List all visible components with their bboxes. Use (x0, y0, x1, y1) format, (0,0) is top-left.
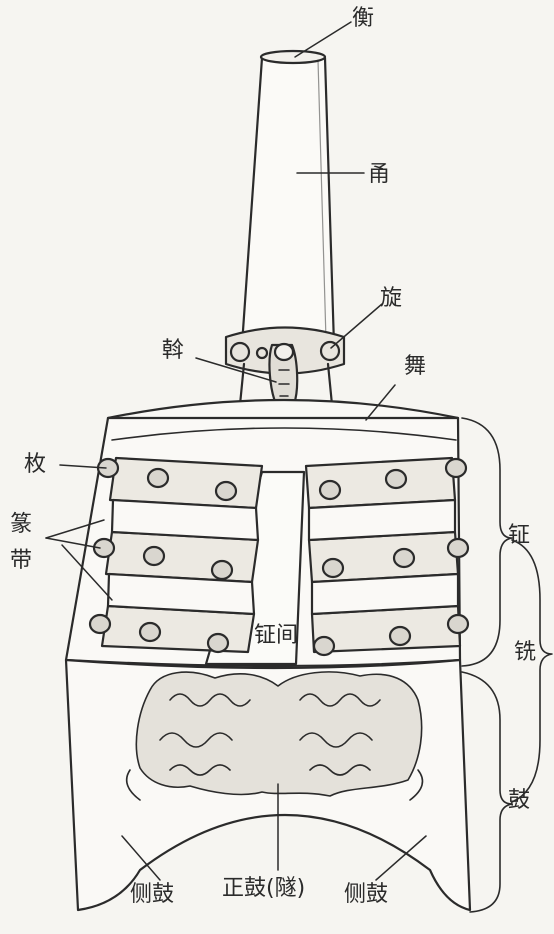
bands-left (100, 456, 264, 654)
label-zhuan: 篆 (10, 512, 33, 537)
label-dai: 带 (10, 548, 33, 573)
stem-yong (240, 56, 336, 347)
bracket-gu (461, 671, 513, 913)
bracket-xian (511, 539, 553, 803)
label-zhengjian: 钲间 (254, 623, 299, 648)
bosses-left (88, 457, 238, 654)
bands-right-blank (307, 498, 460, 616)
bands-left-blank (106, 498, 260, 616)
label-zhenggu: 正鼓(隧) (222, 876, 306, 901)
label-heng: 衡 (352, 6, 375, 31)
label-cegu-left: 侧鼓 (130, 882, 175, 907)
label-wo: 斡 (162, 338, 185, 363)
label-xuan: 旋 (380, 286, 403, 311)
bracket-zheng (461, 417, 513, 667)
label-xian: 铣 (514, 640, 537, 665)
label-yong: 甬 (368, 162, 391, 187)
label-gu: 鼓 (508, 788, 531, 813)
brackets (461, 417, 553, 913)
label-zheng: 钲 (508, 523, 531, 548)
leader-lines (45, 21, 427, 881)
gu-ornament (125, 671, 424, 801)
label-wu: 舞 (404, 354, 427, 379)
stem-top-heng (259, 49, 327, 65)
label-cegu-right: 侧鼓 (344, 882, 389, 907)
label-mei: 枚 (24, 452, 47, 477)
bosses-right (312, 457, 470, 657)
